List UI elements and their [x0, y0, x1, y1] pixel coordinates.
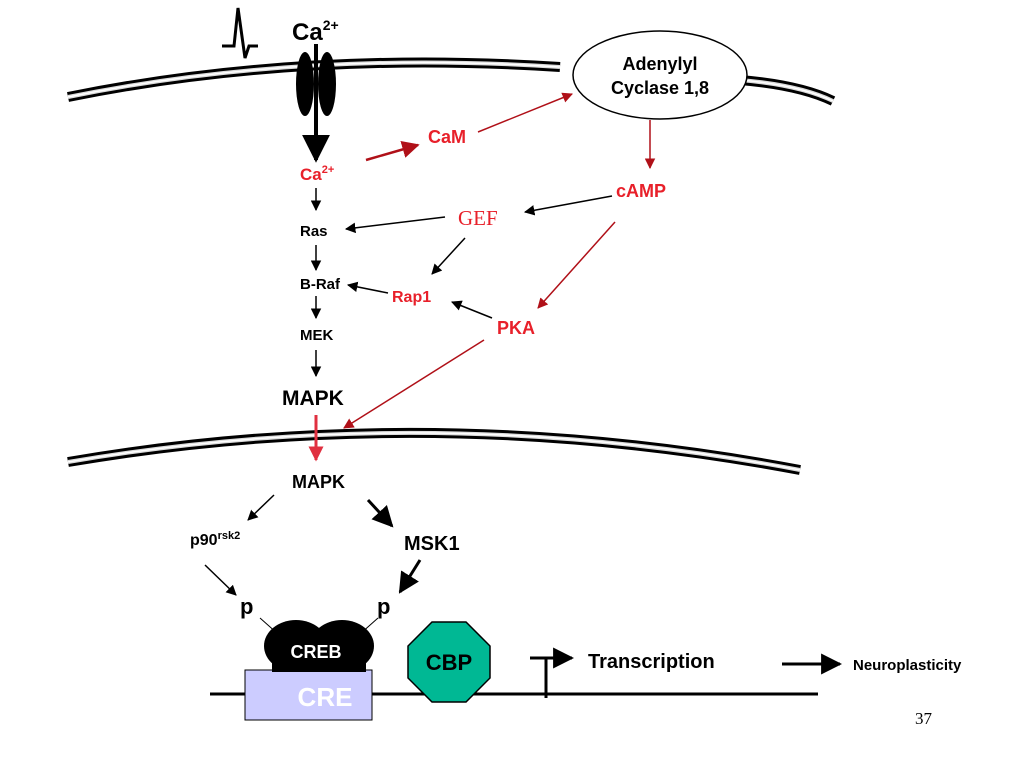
creb-label: CREB: [290, 642, 341, 662]
adenylyl-label-line2: Cyclase 1,8: [611, 78, 709, 98]
black-arrows: [204, 188, 613, 596]
p-right-label: p: [377, 594, 390, 619]
ras-label: Ras: [300, 223, 328, 240]
cre-box: [244, 669, 373, 721]
cbp-label: CBP: [426, 650, 472, 675]
mek-label: MEK: [300, 327, 334, 344]
thick-black-arrows: [366, 498, 843, 675]
ca-mid-label: Ca2+: [300, 164, 334, 184]
p-left-label: p: [240, 594, 253, 619]
calcium-channel: [296, 44, 336, 163]
cbp-octagon: [407, 621, 491, 703]
msk1-label: MSK1: [404, 533, 460, 555]
gef-label: GEF: [458, 206, 498, 230]
camp-label: cAMP: [616, 181, 666, 201]
page-number: 37: [915, 709, 933, 728]
promoter-arrow: [544, 647, 575, 698]
neuroplasticity-label: Neuroplasticity: [853, 657, 962, 674]
transcription-label: Transcription: [588, 651, 715, 673]
action-potential-icon: [222, 7, 258, 59]
mapk-cyto-label: MAPK: [282, 387, 344, 410]
p90-label: p90rsk2: [190, 530, 240, 549]
mapk-nuc-label: MAPK: [292, 472, 345, 492]
adenylyl-cyclase-ellipse: [572, 30, 748, 120]
cre-label: CRE: [298, 682, 353, 712]
pka-label: PKA: [497, 318, 535, 338]
rap1-label: Rap1: [392, 289, 431, 306]
braf-label: B-Raf: [300, 276, 341, 293]
cam-label: CaM: [428, 127, 466, 147]
adenylyl-label-line1: Adenylyl: [622, 54, 697, 74]
creb-dimer: [264, 620, 374, 672]
ca-top-label: Ca2+: [292, 17, 339, 46]
nuclear-membrane: [67, 427, 801, 475]
red-arrows: [343, 92, 656, 429]
